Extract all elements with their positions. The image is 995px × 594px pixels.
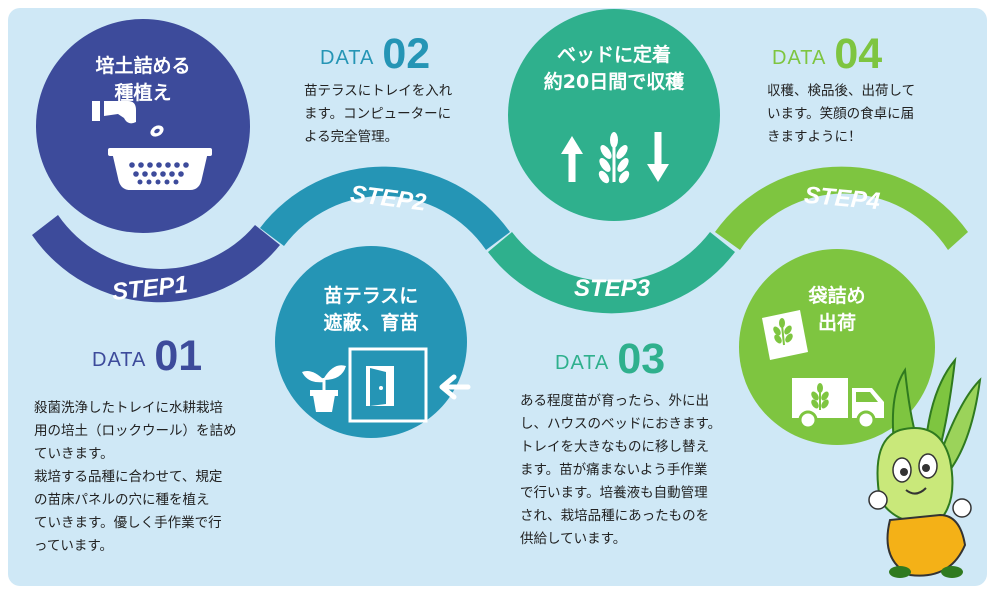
data03-number: 03: [617, 335, 666, 383]
data01-text: 殺菌洗浄したトレイに水耕栽培 用の培土（ロックウール）を詰め ていきます。 栽培…: [34, 397, 237, 558]
step1-title: 培土詰める 種植え: [73, 53, 213, 107]
step2-title: 苗テラスに 遮蔽、育苗: [301, 283, 441, 337]
step3-label: STEP3: [574, 275, 651, 302]
step1-band: [32, 215, 280, 303]
data01-word: DATA: [92, 349, 147, 371]
data01-line: の苗床パネルの穴に種を植え: [34, 492, 210, 508]
data03-line: ます。苗が痛まないよう手作業: [520, 462, 708, 478]
data04-line: 収穫、検品後、出荷して: [767, 83, 916, 99]
data04-heading: DATA 04: [772, 30, 882, 79]
data01-line: っています。: [34, 538, 113, 554]
data03-word: DATA: [555, 352, 610, 374]
green-onion-mascot: [868, 356, 982, 578]
data01-line: ていきます。優しく手作業で行: [34, 515, 222, 531]
data01-line: ていきます。: [34, 446, 114, 462]
data02-line: よる完全管理。: [304, 129, 399, 145]
step2-band: [260, 166, 510, 250]
step3-band: [488, 232, 735, 314]
data03-line: トレイを大きなものに移し替え: [520, 439, 709, 455]
data03-line: し、ハウスのベッドにおきます。: [520, 416, 722, 432]
data02-number: 02: [382, 30, 431, 78]
step4-circle: [739, 249, 935, 445]
seedling-terrace-icon: [302, 347, 471, 423]
step3-title-line1: ベッドに定着: [556, 44, 671, 66]
step4-label: STEP4: [803, 182, 881, 216]
step1-title-line2: 種植え: [114, 82, 172, 104]
data02-text: 苗テラスにトレイを入れ ます。コンピューターに よる完全管理。: [304, 80, 452, 149]
step1-title-line1: 培土詰める: [95, 55, 191, 77]
data01-line: 栽培する品種に合わせて、規定: [34, 469, 223, 485]
step3-title-line2: 約20日間で収穫: [543, 71, 685, 93]
step3-title: ベッドに定着 約20日間で収穫: [524, 42, 704, 96]
step1-circle: [36, 19, 250, 233]
step4-band: [715, 166, 968, 250]
step3-circle: [508, 9, 720, 221]
data03-line: で行います。培養液も自動管理: [520, 485, 708, 501]
data04-line: きますように！: [767, 129, 862, 145]
growth-arrows-icon: [561, 132, 669, 184]
step4-title-line1: 袋詰め: [808, 285, 866, 307]
step2-circle: [275, 246, 467, 438]
data03-line: され、栽培品種にあったものを: [520, 508, 710, 524]
seed-tray-icon: [92, 101, 212, 190]
data04-number: 04: [834, 30, 883, 78]
data01-line: 用の培土（ロックウール）を詰め: [34, 423, 237, 439]
data04-line: います。笑顔の食卓に届: [767, 106, 915, 122]
step2-title-line1: 苗テラスに: [323, 285, 419, 307]
data04-text: 収穫、検品後、出荷して います。笑顔の食卓に届 きますように！: [767, 80, 915, 149]
data02-word: DATA: [320, 47, 375, 69]
data04-word: DATA: [772, 47, 827, 69]
data02-line: 苗テラスにトレイを入れ: [304, 83, 453, 99]
data03-text: ある程度苗が育ったら、外に出 し、ハウスのベッドにおきます。 トレイを大きなもの…: [520, 390, 721, 551]
step4-title: 袋詰め 出荷: [777, 283, 897, 337]
step2-title-line2: 遮蔽、育苗: [323, 312, 419, 334]
data01-number: 01: [154, 332, 203, 380]
data01-heading: DATA 01: [92, 332, 202, 381]
delivery-truck-icon: [762, 310, 884, 430]
data02-line: ます。コンピューターに: [304, 106, 452, 122]
data01-line: 殺菌洗浄したトレイに水耕栽培: [34, 400, 223, 416]
data03-line: 供給しています。: [520, 531, 627, 547]
data02-heading: DATA 02: [320, 30, 430, 79]
step4-title-line2: 出荷: [817, 312, 856, 334]
data03-heading: DATA 03: [555, 335, 665, 384]
data03-line: ある程度苗が育ったら、外に出: [520, 393, 709, 409]
